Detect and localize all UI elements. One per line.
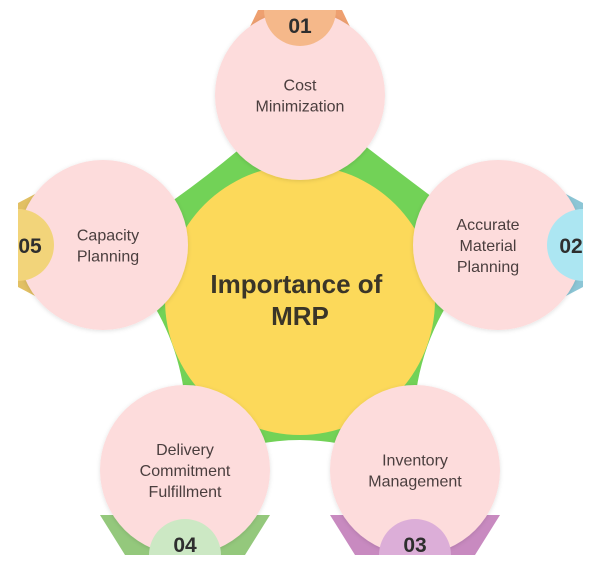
node-label-line: Minimization bbox=[256, 99, 345, 116]
badge-number: 02 bbox=[559, 235, 582, 258]
badge-number: 04 bbox=[173, 534, 197, 557]
center-title-line: Importance of bbox=[210, 269, 382, 299]
number-badge bbox=[264, 10, 336, 46]
node-circle bbox=[100, 385, 270, 555]
number-badge bbox=[379, 519, 451, 555]
node-label-line: Fulfillment bbox=[149, 484, 222, 501]
node-label-line: Delivery bbox=[156, 442, 214, 459]
center-title: Importance of MRP bbox=[210, 269, 389, 331]
node-label-line: Capacity bbox=[77, 228, 139, 245]
center-circle bbox=[165, 165, 435, 435]
badge-number: 03 bbox=[403, 534, 426, 557]
node-label-line: Commitment bbox=[140, 463, 231, 480]
number-badge bbox=[18, 209, 54, 281]
badge-number: 01 bbox=[288, 15, 312, 38]
node-label-line: Accurate bbox=[456, 217, 519, 234]
node-label-line: Planning bbox=[457, 259, 519, 276]
node-circle bbox=[413, 160, 583, 330]
number-badge bbox=[149, 519, 221, 555]
center-title-line: MRP bbox=[271, 301, 329, 331]
node-label-line: Cost bbox=[284, 78, 317, 95]
node-circle bbox=[18, 160, 188, 330]
node-label-line: Material bbox=[460, 238, 517, 255]
node-label-line: Management bbox=[368, 474, 462, 491]
number-badge bbox=[547, 209, 583, 281]
node-label-line: Planning bbox=[77, 249, 139, 266]
node-circle bbox=[215, 10, 385, 180]
node-label-line: Inventory bbox=[382, 453, 448, 470]
badge-number: 05 bbox=[18, 235, 42, 258]
node-circle bbox=[330, 385, 500, 555]
